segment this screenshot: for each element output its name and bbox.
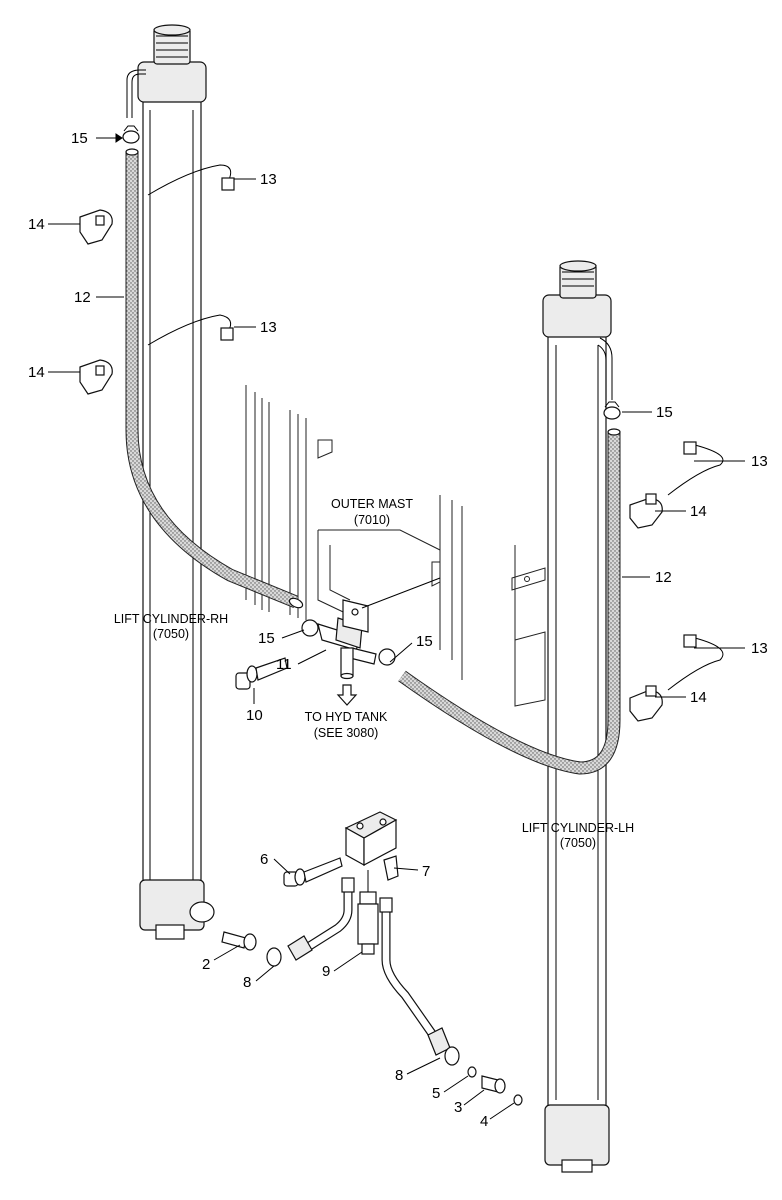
callout-4: 4 bbox=[480, 1113, 488, 1130]
callout-14: 14 bbox=[28, 364, 45, 381]
valve-block bbox=[344, 811, 399, 881]
velocity-fuse bbox=[357, 870, 379, 955]
leader-lines bbox=[48, 133, 745, 1120]
fitting-3 bbox=[481, 1075, 506, 1094]
svg-text:(SEE 3080): (SEE 3080) bbox=[314, 726, 379, 740]
hydraulic-line-left bbox=[266, 877, 355, 967]
callout-14: 14 bbox=[28, 216, 45, 233]
bolt-6 bbox=[283, 857, 343, 887]
svg-text:OUTER MAST: OUTER MAST bbox=[331, 497, 413, 511]
tee-fitting bbox=[317, 577, 441, 680]
svg-text:(7050): (7050) bbox=[153, 627, 189, 641]
svg-text:(7050): (7050) bbox=[560, 836, 596, 850]
screw-10 bbox=[235, 657, 288, 690]
callout-12: 12 bbox=[74, 289, 91, 306]
callout-14: 14 bbox=[690, 689, 707, 706]
lift-cylinder-lh bbox=[542, 260, 613, 1173]
hose-clip-icon bbox=[79, 209, 663, 722]
callout-10: 10 bbox=[246, 707, 263, 724]
caption-to-hyd-tank: TO HYD TANK (SEE 3080) bbox=[305, 710, 388, 740]
caption-lift-cylinder-lh: LIFT CYLINDER-LH (7050) bbox=[522, 821, 634, 850]
callout-13: 13 bbox=[260, 319, 277, 336]
callout-6: 6 bbox=[260, 851, 268, 868]
o-ring-icon bbox=[467, 1066, 523, 1106]
callout-3: 3 bbox=[454, 1099, 462, 1116]
callout-12: 12 bbox=[655, 569, 672, 586]
callout-8: 8 bbox=[395, 1067, 403, 1084]
outer-mast-frame bbox=[245, 385, 546, 707]
callout-11: 11 bbox=[276, 656, 292, 673]
callout-8: 8 bbox=[243, 974, 251, 991]
connector-2 bbox=[221, 931, 257, 951]
svg-text:LIFT CYLINDER-RH: LIFT CYLINDER-RH bbox=[114, 612, 228, 626]
callout-13: 13 bbox=[751, 453, 768, 470]
drain-hose-rh bbox=[125, 148, 304, 609]
caption-outer-mast: OUTER MAST (7010) bbox=[331, 497, 413, 527]
lift-cylinder-rh bbox=[126, 24, 215, 940]
callout-5: 5 bbox=[432, 1085, 440, 1102]
svg-text:LIFT CYLINDER-LH: LIFT CYLINDER-LH bbox=[522, 821, 634, 835]
caption-lift-cylinder-rh: LIFT CYLINDER-RH (7050) bbox=[114, 612, 228, 641]
hydraulic-line-right bbox=[379, 897, 460, 1066]
callout-15: 15 bbox=[258, 630, 275, 647]
callout-2: 2 bbox=[202, 956, 210, 973]
to-hyd-tank-arrow-icon bbox=[336, 684, 358, 706]
svg-text:(7010): (7010) bbox=[354, 513, 390, 527]
callout-15: 15 bbox=[416, 633, 433, 650]
svg-text:TO HYD TANK: TO HYD TANK bbox=[305, 710, 388, 724]
callout-13: 13 bbox=[260, 171, 277, 188]
drain-hose-lh bbox=[398, 428, 621, 775]
callout-7: 7 bbox=[422, 863, 430, 880]
callout-15: 15 bbox=[656, 404, 673, 421]
callout-15: 15 bbox=[71, 130, 88, 147]
callout-9: 9 bbox=[322, 963, 330, 980]
cable-tie-icon bbox=[147, 164, 724, 691]
callout-14: 14 bbox=[690, 503, 707, 520]
callout-labels: 15 13 14 12 13 14 15 13 14 12 13 14 15 1… bbox=[28, 130, 768, 1130]
callout-13: 13 bbox=[751, 640, 768, 657]
